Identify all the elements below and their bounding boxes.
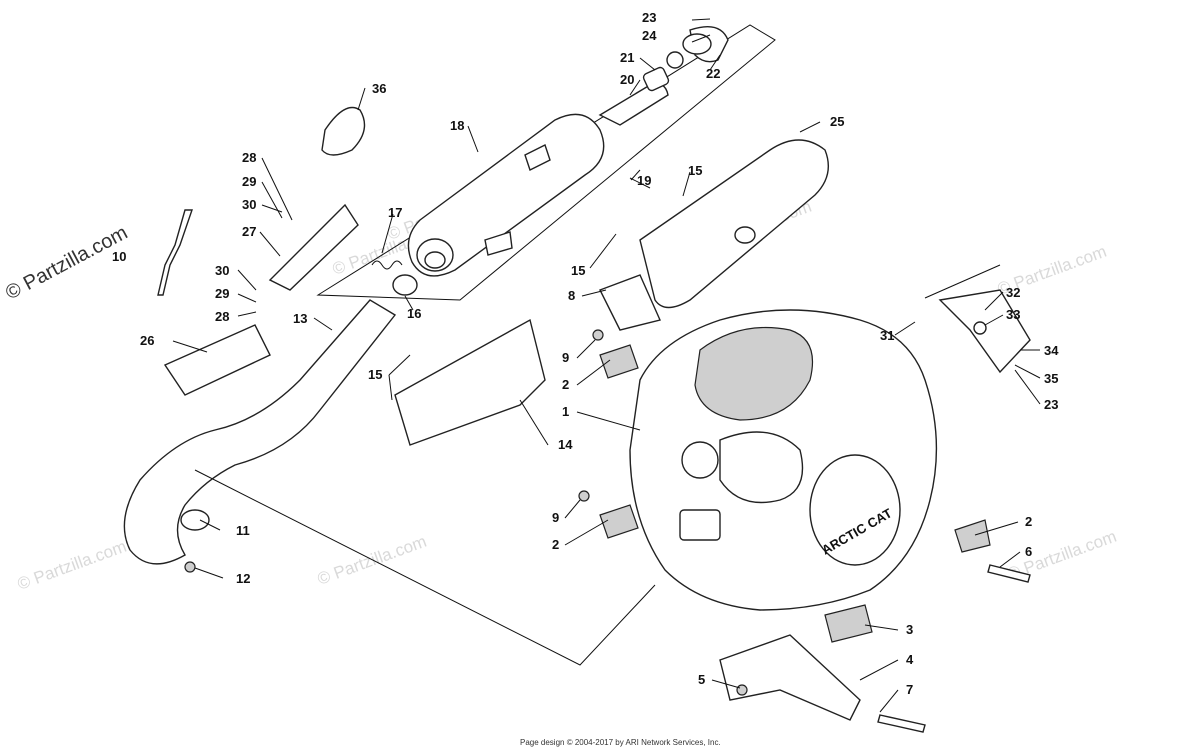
callout-36: 36 bbox=[372, 81, 386, 96]
callout-5: 5 bbox=[698, 672, 705, 687]
callout-19: 19 bbox=[637, 173, 651, 188]
callout-34: 34 bbox=[1044, 343, 1059, 358]
callout-33: 33 bbox=[1006, 307, 1020, 322]
muffler-heat-shield bbox=[599, 139, 829, 331]
callout-12: 12 bbox=[236, 571, 250, 586]
tailpipe-assembly bbox=[598, 26, 729, 126]
callout-32: 32 bbox=[1006, 285, 1020, 300]
heat-shield-upper bbox=[268, 203, 359, 291]
callout-24: 24 bbox=[642, 28, 657, 43]
callout-6: 6 bbox=[1025, 544, 1032, 559]
callout-3: 3 bbox=[906, 622, 913, 637]
callout-labels: 36 18 23 24 21 20 22 25 19 15 17 28 29 3… bbox=[112, 10, 1059, 697]
leader-engine-to-headpipe bbox=[194, 469, 656, 666]
callout-15c: 15 bbox=[368, 367, 382, 382]
washer bbox=[973, 321, 987, 335]
callout-14: 14 bbox=[558, 437, 573, 452]
callout-29b: 29 bbox=[215, 286, 229, 301]
callout-2a: 2 bbox=[562, 377, 569, 392]
callout-16: 16 bbox=[407, 306, 421, 321]
callout-leaders bbox=[172, 18, 1041, 713]
heat-shield-lower bbox=[163, 324, 271, 396]
oxygen-sensor bbox=[157, 209, 193, 296]
leader-frame-right bbox=[924, 264, 1001, 299]
callout-28a: 28 bbox=[242, 150, 256, 165]
callout-22: 22 bbox=[706, 66, 720, 81]
callout-35: 35 bbox=[1044, 371, 1058, 386]
callout-28b: 28 bbox=[215, 309, 229, 324]
exhaust-gasket bbox=[180, 509, 210, 531]
callout-27: 27 bbox=[242, 224, 256, 239]
callout-21: 21 bbox=[620, 50, 634, 65]
clamp-strap bbox=[321, 106, 366, 156]
callout-23b: 23 bbox=[1044, 397, 1058, 412]
callout-9a: 9 bbox=[562, 350, 569, 365]
callout-15b: 15 bbox=[571, 263, 585, 278]
callout-30b: 30 bbox=[215, 263, 229, 278]
gasket bbox=[392, 274, 418, 296]
callout-10: 10 bbox=[112, 249, 126, 264]
exhaust-heat-shield bbox=[394, 318, 546, 446]
callout-18: 18 bbox=[450, 118, 464, 133]
callout-11: 11 bbox=[236, 523, 250, 538]
callout-31: 31 bbox=[880, 328, 894, 343]
spring bbox=[371, 260, 403, 270]
callout-20: 20 bbox=[620, 72, 634, 87]
callout-23: 23 bbox=[642, 10, 656, 25]
callout-2b: 2 bbox=[552, 537, 559, 552]
callout-29a: 29 bbox=[242, 174, 256, 189]
callout-15a: 15 bbox=[688, 163, 702, 178]
engine: ARCTIC CAT bbox=[629, 309, 938, 611]
head-pipe bbox=[123, 299, 397, 565]
muffler bbox=[407, 113, 605, 277]
callout-8: 8 bbox=[568, 288, 575, 303]
callout-25: 25 bbox=[830, 114, 844, 129]
callout-9b: 9 bbox=[552, 510, 559, 525]
callout-2c: 2 bbox=[1025, 514, 1032, 529]
engine-mount-bracket bbox=[719, 634, 861, 721]
callout-4: 4 bbox=[906, 652, 914, 667]
callout-17: 17 bbox=[388, 205, 402, 220]
callout-13: 13 bbox=[293, 311, 307, 326]
page-footer: Page design © 2004-2017 by ARI Network S… bbox=[520, 738, 721, 747]
bolts-layer bbox=[184, 329, 1031, 733]
callout-30a: 30 bbox=[242, 197, 256, 212]
callout-26: 26 bbox=[140, 333, 154, 348]
callout-7: 7 bbox=[906, 682, 913, 697]
watermark-5: © Partzilla.com bbox=[15, 537, 129, 594]
callout-1: 1 bbox=[562, 404, 569, 419]
parts-layer: ARCTIC CAT bbox=[123, 24, 1031, 733]
